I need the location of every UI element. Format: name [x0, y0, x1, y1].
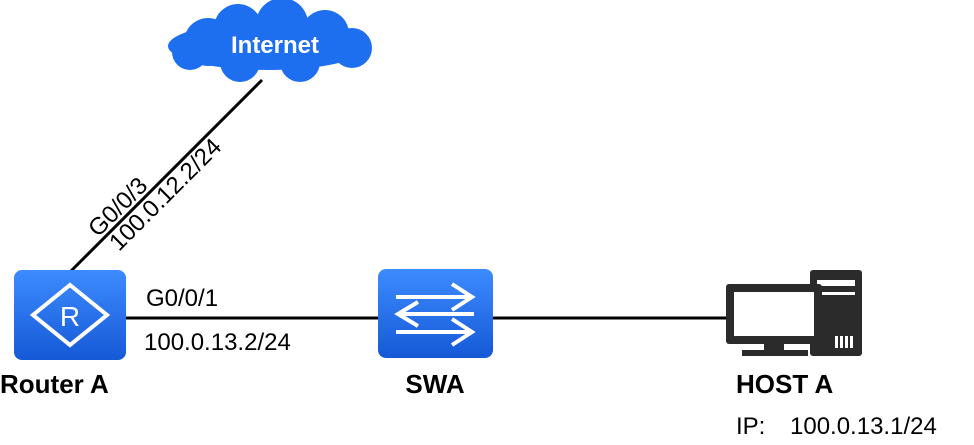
router-label: Router A	[0, 369, 109, 399]
cloud-icon	[168, 0, 372, 82]
internet-cloud: Internet	[168, 0, 372, 82]
switch-icon	[378, 269, 493, 358]
host-ip-label: IP:	[736, 413, 765, 440]
link-router-internet	[68, 78, 264, 274]
switch-swa: SWA	[378, 269, 493, 399]
host-label: HOST A	[736, 369, 833, 399]
router-icon: R	[14, 270, 126, 360]
computer-icon	[726, 270, 862, 356]
host-ip-value: 100.0.13.1/24	[790, 413, 937, 440]
router-switch-address: 100.0.13.2/24	[144, 329, 291, 356]
router-glyph: R	[60, 301, 80, 332]
host-a: HOST A IP: 100.0.13.1/24	[726, 270, 937, 440]
router-a: R Router A	[0, 270, 126, 399]
internet-label: Internet	[231, 32, 319, 59]
switch-label: SWA	[405, 369, 464, 399]
router-switch-interface: G0/0/1	[146, 285, 218, 312]
